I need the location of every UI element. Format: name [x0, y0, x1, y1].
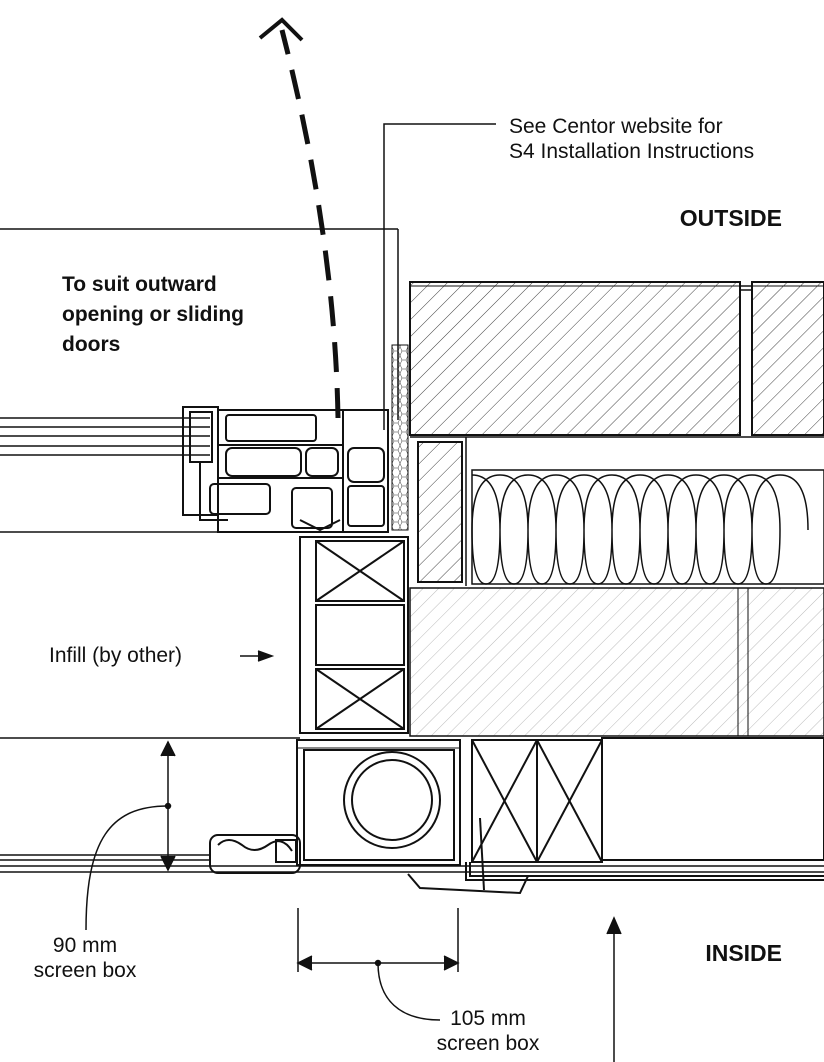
insulation-batt	[472, 470, 824, 584]
wall-edge-lines	[0, 229, 824, 872]
dim-105-label: 105 mm screen box	[418, 1006, 558, 1056]
dim-105mm	[298, 908, 458, 1020]
inside-label: INSIDE	[705, 940, 782, 966]
dim-90mm	[86, 742, 175, 930]
door-note-line1: To suit outward	[62, 273, 217, 296]
dim-90-caption: screen box	[33, 959, 137, 983]
infill-label: Infill (by other)	[49, 644, 183, 667]
bottom-track	[210, 835, 300, 873]
glass-edge-upper	[0, 418, 210, 455]
installation-note-line2: S4 Installation Instructions	[509, 140, 755, 164]
rigid-insulation	[418, 442, 462, 582]
sealant-strip	[392, 345, 408, 530]
screen-box	[297, 740, 460, 865]
door-note: To suit outward opening or sliding doors	[62, 270, 244, 360]
wall-structure	[410, 588, 824, 736]
dim-105-caption: screen box	[436, 1032, 540, 1056]
outside-cladding	[410, 282, 824, 435]
glass-edge-lower	[0, 855, 210, 860]
inside-arrow	[607, 918, 621, 1062]
infill-arrow	[240, 651, 272, 661]
door-frame-profile	[183, 407, 388, 532]
dim-105-value: 105 mm	[450, 1007, 526, 1030]
door-note-line3: doors	[62, 333, 121, 356]
installation-note-line1: See Centor website for	[509, 115, 723, 138]
outside-label: OUTSIDE	[679, 205, 782, 231]
infill-blocks	[300, 537, 408, 733]
installation-note: See Centor website for S4 Installation I…	[509, 114, 754, 164]
leader-line-instructions	[384, 124, 496, 430]
opening-arc	[260, 20, 338, 418]
trim-angle	[408, 818, 824, 893]
dim-90-value: 90 mm	[52, 934, 118, 957]
lower-timber-blocks	[472, 738, 824, 862]
dim-90-label: 90 mm screen box	[10, 933, 160, 983]
door-note-line2: opening or sliding	[62, 303, 244, 326]
